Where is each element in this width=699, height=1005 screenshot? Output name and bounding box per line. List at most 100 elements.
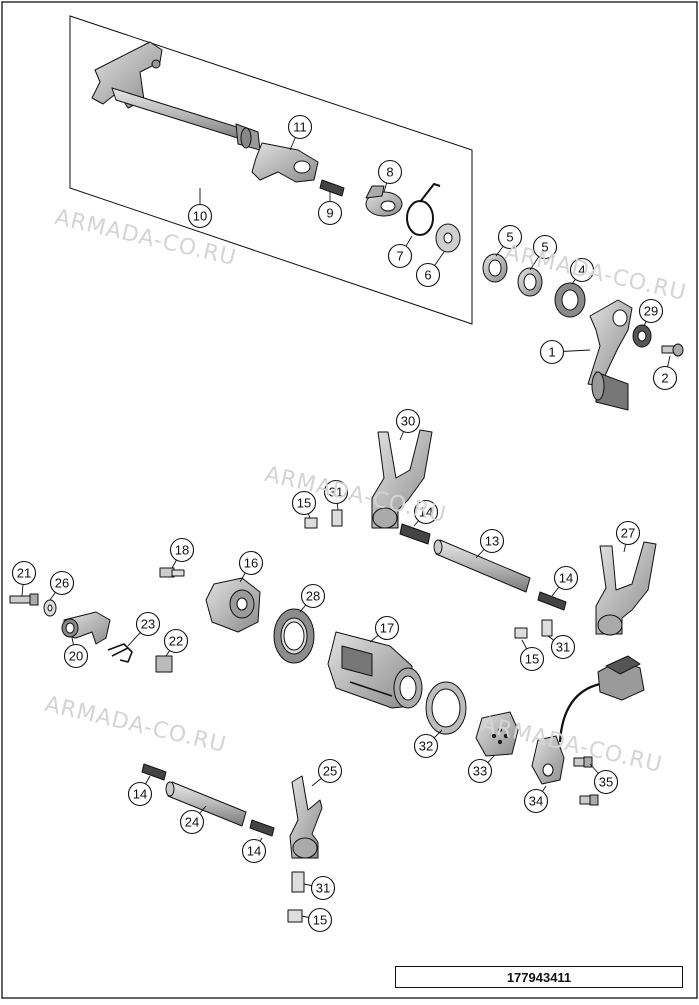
callout-number: 15 [525, 652, 539, 667]
subassembly-frame [69, 15, 473, 325]
callout-number: 32 [419, 739, 433, 754]
callout-circle [238, 550, 264, 576]
callout-circle [317, 200, 343, 226]
callout-circle [415, 262, 441, 288]
callout-circle [63, 643, 89, 669]
fork-rail-part [165, 781, 247, 827]
callout-number: 31 [316, 881, 330, 896]
callout-15: 15 [291, 490, 317, 516]
callout-number: 30 [401, 414, 415, 429]
callout-circle [287, 114, 313, 140]
callout-circle [550, 634, 576, 660]
callout-circle [467, 758, 493, 784]
callout-number: 18 [175, 543, 189, 558]
callout-number: 33 [473, 764, 487, 779]
callout-number: 31 [329, 485, 343, 500]
callout-number: 22 [169, 634, 183, 649]
callout-7: 7 [387, 243, 413, 269]
callout-number: 26 [55, 576, 69, 591]
roller-part [514, 627, 528, 639]
callout-number: 4 [578, 263, 585, 278]
callout-number: 15 [297, 496, 311, 511]
callout-24: 24 [179, 809, 205, 835]
callout-circle [553, 565, 579, 591]
callout-2: 2 [652, 365, 678, 391]
callout-circle [291, 490, 317, 516]
pin-part [291, 871, 305, 893]
diagram-code-box: 177943411 [395, 966, 683, 988]
shift-drum-part [327, 631, 423, 709]
shaft-seal-part [554, 282, 586, 318]
sleeve-part [155, 655, 173, 673]
shift-drum-locating-part [205, 577, 261, 633]
callout-circle [307, 907, 333, 933]
callout-number: 27 [621, 526, 635, 541]
screw-part [159, 567, 185, 578]
shift-shaft-part [91, 41, 261, 151]
spring-part [537, 591, 567, 611]
callout-14: 14 [127, 781, 153, 807]
callout-number: 13 [485, 534, 499, 549]
o-ring-part [632, 324, 652, 348]
callout-circle [532, 234, 558, 260]
callout-35: 35 [593, 769, 619, 795]
callout-number: 2 [661, 371, 668, 386]
fork-rail-part [433, 539, 531, 593]
spring-part [319, 179, 345, 197]
callout-circle [317, 758, 343, 784]
shift-lever-part [587, 299, 633, 411]
callout-circle [377, 159, 403, 185]
callout-number: 35 [599, 775, 613, 790]
callout-number: 24 [185, 815, 199, 830]
roller-part [304, 517, 318, 529]
callout-25: 25 [317, 758, 343, 784]
callout-circle [539, 339, 565, 365]
callout-circle [374, 615, 400, 641]
callout-number: 23 [141, 617, 155, 632]
callout-6: 6 [415, 262, 441, 288]
shift-plate-part [251, 142, 319, 183]
callout-23: 23 [135, 611, 161, 637]
pin-part [331, 509, 343, 527]
callout-22: 22 [163, 628, 189, 654]
callout-number: 1 [548, 345, 555, 360]
callout-circle [300, 583, 326, 609]
washer-part [43, 599, 57, 617]
callout-circle [615, 520, 641, 546]
callout-31: 31 [550, 634, 576, 660]
callout-circle [187, 203, 213, 229]
shift-fork-part [371, 429, 433, 529]
callout-13: 13 [479, 528, 505, 554]
callout-circle [638, 298, 664, 324]
callout-number: 10 [193, 209, 207, 224]
callout-circle [652, 365, 678, 391]
callout-14: 14 [553, 565, 579, 591]
callout-circle [593, 769, 619, 795]
callout-10: 10 [187, 203, 213, 229]
roller-part [287, 909, 303, 923]
spring-clip-part [406, 183, 441, 236]
callout-15: 15 [519, 646, 545, 672]
callout-number: 9 [326, 206, 333, 221]
gear-position-sensor-part [531, 655, 645, 785]
callout-17: 17 [374, 615, 400, 641]
callout-circle [169, 537, 195, 563]
callout-circle [413, 499, 439, 525]
screw-part [573, 756, 593, 768]
needle-bearing-part [482, 253, 508, 283]
callout-1: 1 [539, 339, 565, 365]
callout-28: 28 [300, 583, 326, 609]
callout-5: 5 [497, 224, 523, 250]
callout-30: 30 [395, 408, 421, 434]
callout-circle [310, 875, 336, 901]
callout-27: 27 [615, 520, 641, 546]
callout-number: 21 [17, 566, 31, 581]
callout-14: 14 [413, 499, 439, 525]
callout-circle [179, 809, 205, 835]
bearing-part [425, 681, 467, 735]
callout-32: 32 [413, 733, 439, 759]
leader-lines [21, 126, 671, 921]
spring-part [141, 763, 167, 781]
callout-circle [127, 781, 153, 807]
